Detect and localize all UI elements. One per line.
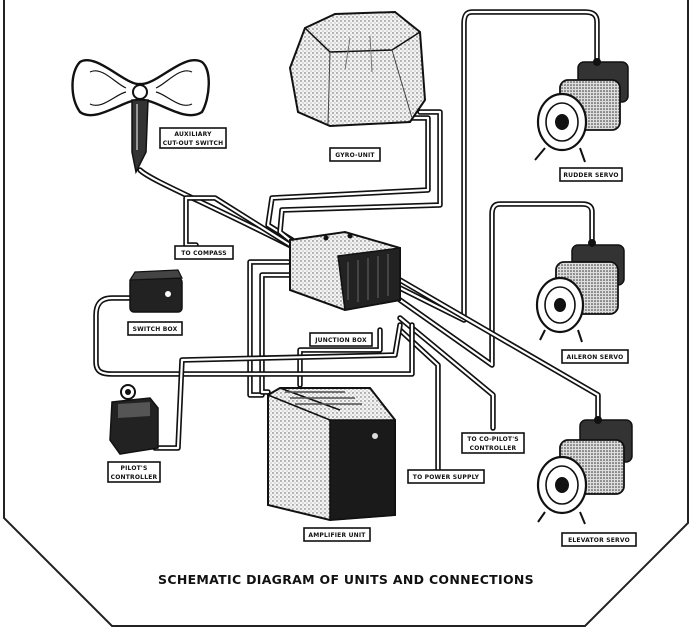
label-copilot-line2: CONTROLLER — [470, 445, 517, 452]
label-power-text: TO POWER SUPPLY — [413, 474, 480, 481]
label-aux-line2: CUT-OUT SWITCH — [163, 140, 224, 147]
label-aileron-text: AILERON SERVO — [567, 354, 624, 361]
label-gyro-unit: GYRO-UNIT — [329, 147, 381, 162]
cables — [93, 9, 601, 473]
label-power-supply: TO POWER SUPPLY — [407, 469, 485, 484]
label-switch-box: SWITCH BOX — [127, 321, 183, 336]
auxiliary-switch — [71, 58, 210, 175]
label-amplifier-unit: AMPLIFIER UNIT — [303, 527, 371, 542]
label-junction-box: JUNCTION BOX — [309, 332, 373, 347]
label-switchbox-text: SWITCH BOX — [133, 326, 178, 333]
elevator-servo — [536, 416, 633, 525]
page-frame — [3, 0, 689, 627]
label-co-pilot-controller: TO CO-PILOT'S CONTROLLER — [461, 432, 525, 454]
junction-box — [289, 230, 401, 312]
label-aileron-servo: AILERON SERVO — [561, 349, 629, 364]
gyro-unit — [288, 10, 427, 128]
label-pilot-line2: CONTROLLER — [111, 474, 158, 481]
label-junction-text: JUNCTION BOX — [314, 337, 367, 344]
label-aux-line1: AUXILIARY — [174, 131, 212, 138]
label-compass-text: TO COMPASS — [181, 250, 227, 257]
label-rudder-servo: RUDDER SERVO — [559, 167, 623, 182]
label-elevator-text: ELEVATOR SERVO — [568, 537, 630, 544]
label-gyro-text: GYRO-UNIT — [335, 152, 375, 159]
diagram-caption: SCHEMATIC DIAGRAM OF UNITS AND CONNECTIO… — [158, 572, 534, 587]
pilot-controller — [109, 384, 159, 455]
label-amplifier-text: AMPLIFIER UNIT — [308, 532, 366, 539]
label-copilot-line1: TO CO-PILOT'S — [467, 436, 519, 443]
label-auxiliary-switch: AUXILIARY CUT-OUT SWITCH — [159, 127, 227, 149]
switch-box — [128, 269, 183, 313]
label-to-compass: TO COMPASS — [174, 245, 234, 260]
label-pilot-controller: PILOT'S CONTROLLER — [107, 461, 161, 483]
label-rudder-text: RUDDER SERVO — [563, 172, 618, 179]
rudder-servo — [534, 58, 629, 163]
label-elevator-servo: ELEVATOR SERVO — [561, 532, 637, 547]
label-pilot-line1: PILOT'S — [121, 465, 148, 472]
aileron-servo — [535, 239, 625, 343]
amplifier-unit — [267, 387, 396, 522]
